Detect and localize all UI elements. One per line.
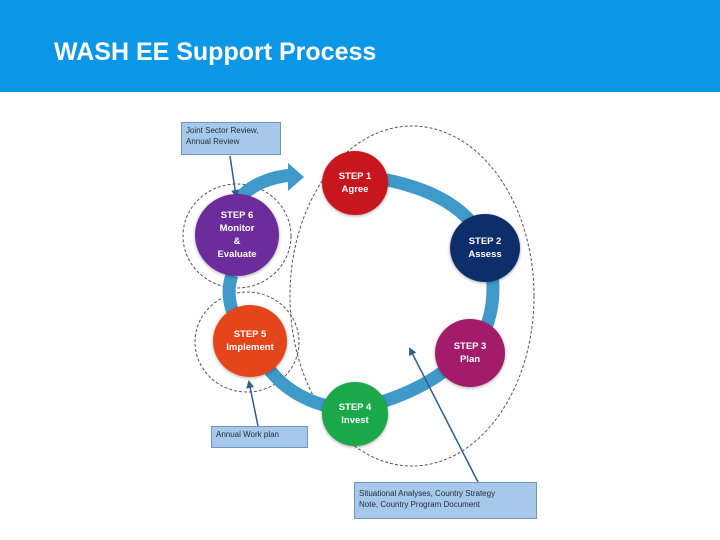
review-callout-line-2: Annual Review bbox=[186, 137, 240, 146]
step-6-monitor-evaluate: STEP 6 Monitor & Evaluate bbox=[195, 194, 279, 276]
step-4-number: STEP 4 bbox=[338, 402, 372, 413]
step-2-assess: STEP 2 Assess bbox=[450, 214, 520, 282]
cycle-arrow-head bbox=[288, 163, 304, 191]
analyses-callout-line-2: Note, Country Program Document bbox=[359, 500, 480, 509]
step-1-label: Agree bbox=[341, 184, 369, 195]
analyses-callout-line-1: Situational Analyses, Country Strategy bbox=[359, 489, 496, 498]
step-4-invest: STEP 4 Invest bbox=[322, 382, 388, 446]
workplan-callout: Annual Work plan bbox=[211, 426, 308, 448]
step-3-plan: STEP 3 Plan bbox=[435, 319, 505, 387]
step-6-line-2: & bbox=[233, 236, 241, 247]
workplan-callout-text: Annual Work plan bbox=[216, 430, 279, 439]
slide-title: WASH EE Support Process bbox=[54, 38, 377, 66]
step-1-number: STEP 1 bbox=[338, 171, 372, 182]
step-6-line-1: Monitor bbox=[219, 223, 255, 234]
analyses-callout: Situational Analyses, Country Strategy N… bbox=[354, 482, 537, 519]
step-2-number: STEP 2 bbox=[468, 236, 502, 247]
dashed-outline-step6 bbox=[182, 183, 292, 289]
analyses-pointer-arrow bbox=[409, 347, 479, 483]
step-5-label: Implement bbox=[226, 342, 274, 353]
step-1-agree: STEP 1 Agree bbox=[322, 151, 388, 215]
dashed-outline-large bbox=[289, 125, 535, 467]
step-6-line-3: Evaluate bbox=[217, 249, 257, 260]
step-3-number: STEP 3 bbox=[453, 341, 487, 352]
review-pointer-arrow bbox=[229, 155, 240, 198]
step-6-number: STEP 6 bbox=[220, 210, 254, 221]
step-5-number: STEP 5 bbox=[233, 329, 267, 340]
step-5-implement: STEP 5 Implement bbox=[213, 305, 287, 377]
slide-header: WASH EE Support Process bbox=[0, 0, 720, 92]
step-3-label: Plan bbox=[459, 354, 481, 365]
step-4-label: Invest bbox=[341, 415, 369, 426]
review-callout-line-1: Joint Sector Review, bbox=[186, 126, 259, 135]
step-2-label: Assess bbox=[468, 249, 502, 260]
dashed-outline-step5 bbox=[194, 291, 300, 393]
review-callout: Joint Sector Review, Annual Review bbox=[181, 122, 281, 155]
process-diagram: STEP 1 Agree STEP 2 Assess STEP 3 Plan S… bbox=[0, 92, 720, 540]
workplan-pointer-arrow bbox=[246, 380, 259, 427]
